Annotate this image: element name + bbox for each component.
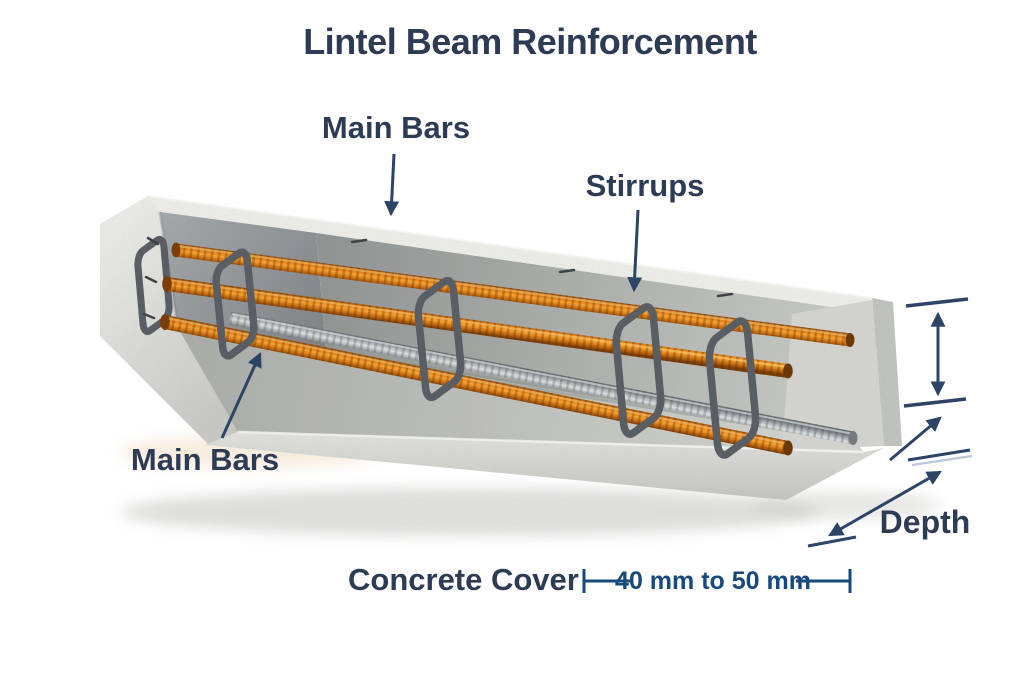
steel-bar-gray xyxy=(228,311,858,445)
annotation-arrows xyxy=(220,153,973,548)
main-bars-top-label: Main Bars xyxy=(321,110,471,145)
main-bars-top-arrow xyxy=(384,153,400,217)
stirrups-group xyxy=(215,248,757,460)
depth-diagonal-arrow xyxy=(828,470,942,537)
reinforcement-cage xyxy=(137,236,858,460)
main-bar-top-front xyxy=(162,276,793,379)
concrete-cover-label: Concrete Cover xyxy=(348,562,579,597)
depth-tick-sw xyxy=(807,535,857,548)
beam-top-face xyxy=(148,196,872,312)
depth-pointer-arrow xyxy=(889,416,942,462)
main-bars-bottom-arrow xyxy=(220,351,262,439)
depth-tick-mid xyxy=(907,448,971,462)
main-bars-bottom-label: Main Bars xyxy=(130,442,280,477)
stirrups-label: Stirrups xyxy=(585,168,705,203)
depth-label: Depth xyxy=(879,504,971,540)
tie-wires xyxy=(142,236,734,320)
stirrup xyxy=(615,302,662,439)
depth-tick-top xyxy=(905,297,969,308)
depth-tick-bottom xyxy=(903,397,967,408)
stirrup xyxy=(708,316,757,460)
concrete-cover-dimension xyxy=(582,569,852,593)
beam-front-face xyxy=(205,432,884,500)
stirrups-arrow xyxy=(627,209,643,293)
stirrup xyxy=(215,248,255,360)
depth-tick-mid-light xyxy=(911,454,973,467)
main-bar-bottom-front xyxy=(160,314,793,456)
stirrup xyxy=(137,236,170,335)
stirrup xyxy=(417,276,462,402)
page-title: Lintel Beam Reinforcement xyxy=(303,21,757,62)
beam-right-outer-edge xyxy=(872,298,902,446)
cover-range-value: 40 mm to 50 mm xyxy=(615,567,811,595)
